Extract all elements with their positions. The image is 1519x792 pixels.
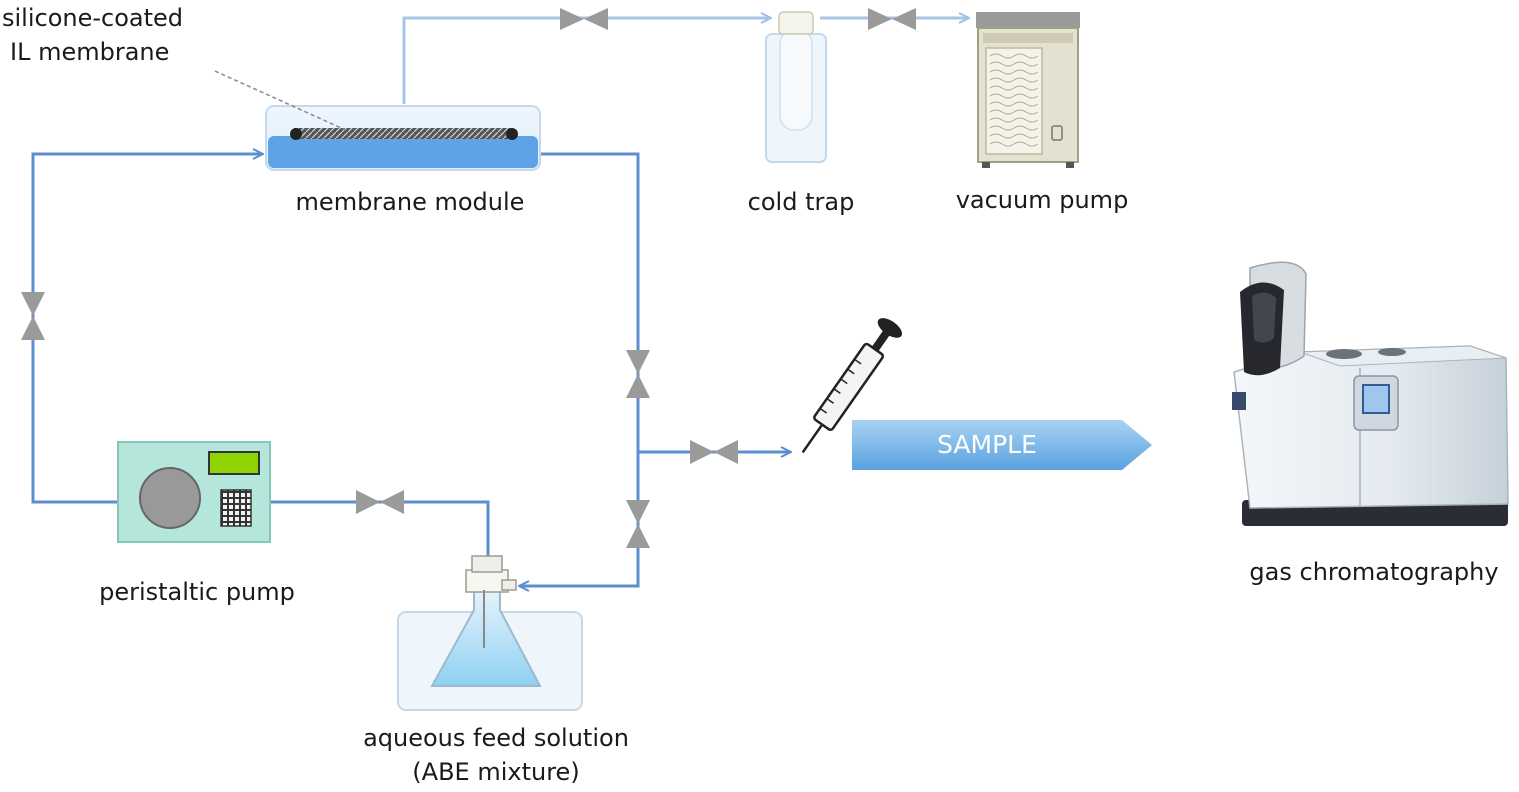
vacuum-line	[402, 18, 968, 104]
valve-left[interactable]	[21, 292, 45, 340]
peristaltic-pump-label: peristaltic pump	[99, 578, 295, 606]
valve-top-1[interactable]	[560, 8, 608, 30]
feed-vessel[interactable]	[397, 555, 583, 711]
pump-head	[139, 467, 201, 529]
sample-arrow	[852, 420, 1152, 470]
pump-display	[208, 451, 260, 475]
valve-right-lower[interactable]	[626, 500, 650, 548]
membrane-module-label: membrane module	[295, 188, 525, 216]
cold-trap-label: cold trap	[747, 188, 855, 216]
membrane-note-line2: IL membrane	[10, 38, 170, 66]
sampling-syringe[interactable]	[791, 314, 905, 460]
valve-right-upper[interactable]	[626, 350, 650, 398]
membrane-note-line1: silicone-coated	[2, 4, 184, 32]
valve-feed[interactable]	[356, 490, 404, 514]
gas-chromatography-label: gas chromatography	[1249, 558, 1499, 586]
vacuum-pump[interactable]	[976, 12, 1080, 168]
valve-top-2[interactable]	[868, 8, 916, 30]
sample-label: SAMPLE	[937, 430, 1037, 459]
cold-trap[interactable]	[765, 11, 827, 163]
membrane-module[interactable]	[265, 105, 541, 171]
feed-solution-label-line1: aqueous feed solution	[363, 724, 629, 752]
membrane-pointer-line	[214, 70, 351, 133]
vacuum-pump-label: vacuum pump	[955, 186, 1129, 214]
valve-sample[interactable]	[690, 440, 738, 464]
gas-chromatograph[interactable]	[1232, 261, 1509, 526]
pump-keypad	[220, 489, 252, 527]
feed-solution-label-line2: (ABE mixture)	[412, 758, 580, 786]
peristaltic-pump[interactable]	[117, 441, 271, 543]
